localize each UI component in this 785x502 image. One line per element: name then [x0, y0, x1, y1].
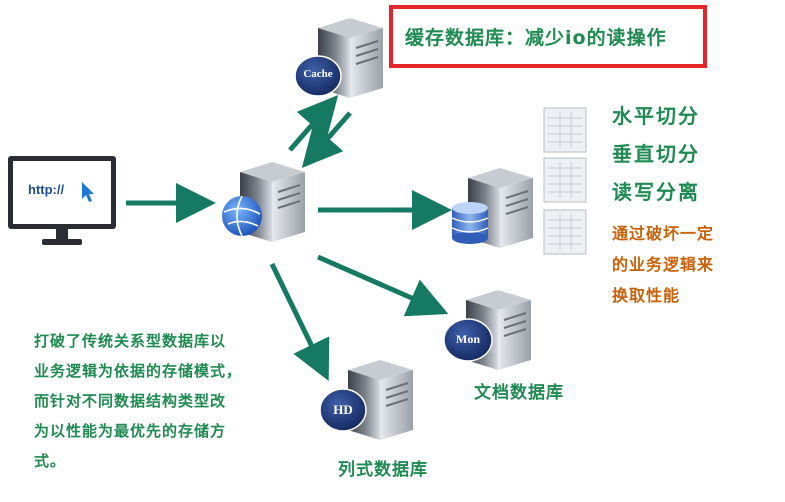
nosql-note-line: 式。 — [34, 452, 67, 470]
sheet-icon-1 — [543, 107, 587, 153]
scaling-item-horizontal: 水平切分 — [612, 104, 700, 128]
arrow-web-to-coldb — [269, 262, 330, 381]
cache-note-box: 缓存数据库：减少io的读操作 — [389, 5, 707, 68]
scaling-note-line: 换取性能 — [612, 286, 681, 305]
scaling-item-vertical: 垂直切分 — [612, 142, 700, 166]
nosql-note-line: 为以性能为最优先的存储方 — [34, 422, 227, 440]
cache-server — [294, 18, 383, 98]
nosql-note-line: 打破了传统关系型数据库以 — [34, 332, 227, 350]
scaling-item-rw-split: 读写分离 — [612, 180, 700, 204]
nosql-note-line: 业务逻辑为依据的存储模式， — [34, 362, 243, 380]
database-icon — [451, 202, 489, 244]
nosql-note: 打破了传统关系型数据库以 业务逻辑为依据的存储模式， 而针对不同数据结构类型改 … — [34, 326, 242, 476]
scaling-note-line: 通过破坏一定 — [612, 224, 715, 243]
column-db-server — [319, 360, 413, 440]
cache-note-text: 缓存数据库：减少io的读操作 — [405, 27, 667, 49]
mon-label: Mon — [456, 332, 480, 346]
browser-url: http:// — [28, 182, 65, 197]
sheet-icon-3 — [543, 209, 587, 255]
arrow-cache-to-web — [301, 111, 352, 169]
browser-monitor — [8, 156, 116, 245]
relational-db-server — [451, 168, 533, 248]
hd-label: HD — [333, 402, 353, 417]
doc-db-caption: 文档数据库 — [474, 383, 564, 403]
web-server — [222, 162, 305, 242]
scaling-note-line: 的业务逻辑来 — [612, 255, 715, 274]
document-db-server — [443, 290, 531, 370]
cache-label: Cache — [303, 68, 333, 80]
sheet-icon-2 — [543, 157, 587, 203]
scaling-note: 通过破坏一定 的业务逻辑来 换取性能 — [612, 218, 714, 311]
globe-icon — [222, 196, 262, 236]
cursor-icon — [82, 182, 94, 202]
nosql-note-line: 而针对不同数据结构类型改 — [34, 392, 227, 410]
hd-badge — [319, 388, 367, 432]
mon-badge — [443, 318, 493, 362]
arrow-web-to-docdb — [316, 254, 449, 317]
col-db-caption: 列式数据库 — [338, 460, 428, 480]
